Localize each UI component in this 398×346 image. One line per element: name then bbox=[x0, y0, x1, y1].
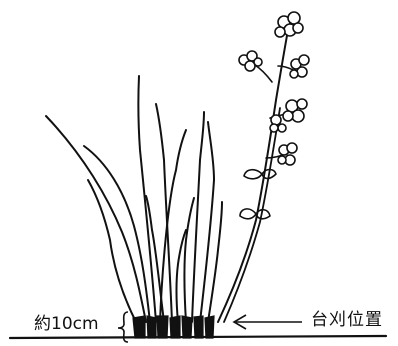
flower-cluster bbox=[283, 99, 307, 122]
cut-stubs bbox=[133, 316, 214, 338]
stub-height-label: 約10cm bbox=[34, 314, 99, 334]
cut-position-label: 台刈位置 bbox=[311, 310, 383, 330]
flowering-stem bbox=[218, 30, 288, 322]
stem bbox=[156, 104, 172, 322]
cut-arrow bbox=[234, 315, 302, 329]
flower-cluster bbox=[290, 55, 309, 78]
flower-cluster bbox=[278, 143, 297, 165]
leaf bbox=[240, 209, 256, 219]
leaf bbox=[244, 170, 262, 179]
flower-cluster bbox=[275, 12, 303, 37]
stem bbox=[192, 112, 204, 322]
